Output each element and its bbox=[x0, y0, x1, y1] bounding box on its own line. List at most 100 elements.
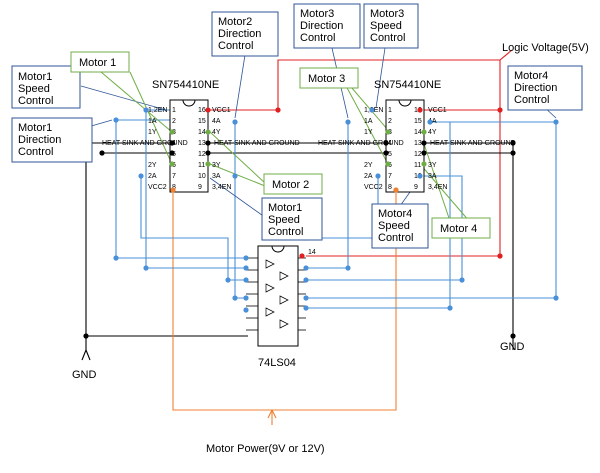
right-chip-pin-number-left: 4 bbox=[388, 140, 392, 147]
junction-dot bbox=[385, 129, 391, 135]
right-chip-pin-name-right: 3A bbox=[428, 173, 437, 180]
junction-dot bbox=[243, 255, 249, 261]
junction-dot bbox=[553, 295, 559, 301]
left-chip-pin-number-right: 13 bbox=[198, 140, 206, 147]
right-chip-pin-number-right: 13 bbox=[414, 140, 422, 147]
junction-dot bbox=[383, 150, 389, 156]
left-chip-pin-name-right: VCC1 bbox=[212, 107, 231, 114]
junction-dot bbox=[299, 253, 305, 259]
motor-power-wires bbox=[172, 190, 397, 425]
junction-dot bbox=[205, 140, 211, 146]
right-chip-pin-number-right: 14 bbox=[414, 129, 422, 136]
junction-dot bbox=[421, 161, 427, 167]
junction-dot bbox=[138, 173, 144, 179]
junction-dot bbox=[99, 150, 105, 156]
right-chip-pin-number-right: 9 bbox=[414, 184, 418, 191]
right-chip-title: SN754410NE bbox=[374, 79, 441, 91]
junction-dot bbox=[225, 277, 231, 283]
junction-dot bbox=[303, 277, 309, 283]
junction-dots bbox=[83, 107, 559, 339]
left-chip-pin-name-left: 2A bbox=[148, 173, 157, 180]
right-chip-pin-name-right: VCC1 bbox=[428, 107, 447, 114]
left-chip-pin-number-left: 7 bbox=[172, 173, 176, 180]
junction-dot bbox=[232, 173, 238, 179]
right-chip-pin-number-right: 12 bbox=[414, 151, 422, 158]
junction-dot bbox=[83, 333, 89, 339]
logic-voltage-label: Logic Voltage(5V) bbox=[502, 42, 589, 54]
junction-dot bbox=[510, 150, 516, 156]
junction-dot bbox=[345, 119, 351, 125]
junction-dot bbox=[369, 107, 375, 113]
callout-text: Motor 4 bbox=[440, 223, 477, 235]
left-chip-pin-number-left: 2 bbox=[172, 118, 176, 125]
junction-dot bbox=[303, 265, 309, 271]
junction-dot bbox=[232, 119, 238, 125]
left-chip-pin-number-right: 14 bbox=[198, 129, 206, 136]
left-chip-pin-name-right: 4Y bbox=[212, 129, 221, 136]
left-chip-pin-number-right: 10 bbox=[198, 173, 206, 180]
left-driver-chip bbox=[169, 99, 209, 193]
left-chip-pin-name-left: 2Y bbox=[148, 162, 157, 169]
inverter-gate bbox=[279, 271, 289, 281]
left-chip-pin-number-right: 11 bbox=[198, 162, 205, 169]
junction-dot bbox=[427, 119, 433, 125]
junction-dot bbox=[205, 129, 211, 135]
junction-dot bbox=[303, 295, 309, 301]
inverter-vcc-pin-label: 14 bbox=[308, 249, 316, 256]
left-chip-pin-name-left: VCC2 bbox=[148, 184, 167, 191]
left-chip-pin-number-left: 1 bbox=[172, 107, 176, 114]
motor-power-label: Motor Power(9V or 12V) bbox=[206, 443, 325, 455]
right-chip-pin-name-left: 1A bbox=[364, 118, 373, 125]
left-chip-pin-name-right: 3Y bbox=[212, 162, 221, 169]
inverter-gate bbox=[265, 283, 275, 293]
left-chip-pin-number-left: 8 bbox=[172, 184, 176, 191]
junction-dot bbox=[113, 255, 119, 261]
junction-dot bbox=[421, 129, 427, 135]
callout-motor3: Motor 3 bbox=[299, 67, 359, 89]
junction-dot bbox=[169, 129, 175, 135]
right-chip-pin-name-right: 3Y bbox=[428, 162, 437, 169]
inverter-gate bbox=[279, 319, 289, 329]
right-chip-pin-number-left: 5 bbox=[388, 151, 392, 158]
junction-dot bbox=[169, 140, 175, 146]
left-chip-heatsink-right: HEAT SINK AND GROUND bbox=[214, 140, 300, 147]
driver-chip-pins: 1161,2ENVCC12151A4A3141Y4Y4135126112Y3Y7… bbox=[102, 107, 516, 191]
junction-dot bbox=[243, 265, 249, 271]
junction-dot bbox=[170, 187, 176, 193]
gnd-right-label: GND bbox=[500, 341, 525, 353]
junction-dot bbox=[421, 140, 427, 146]
junction-dot bbox=[205, 107, 211, 113]
gnd-left-label: GND bbox=[72, 369, 97, 381]
junction-dot bbox=[169, 161, 175, 167]
junction-dot bbox=[553, 119, 559, 125]
junction-dot bbox=[243, 307, 249, 313]
callout-motor4: Motor 4 bbox=[431, 217, 491, 239]
right-chip-heatsink-right: HEAT SINK AND GROUND bbox=[430, 140, 516, 147]
left-chip-pin-name-left: 1A bbox=[148, 118, 157, 125]
junction-dot bbox=[459, 277, 465, 283]
left-chip-heatsink-left: HEAT SINK AND GROUND bbox=[102, 140, 188, 147]
inverter-gate bbox=[265, 307, 275, 317]
inverter-gate bbox=[279, 295, 289, 305]
inverter-title: 74LS04 bbox=[258, 357, 296, 369]
right-chip-pin-name-left: 2A bbox=[364, 173, 373, 180]
junction-dot bbox=[497, 253, 503, 259]
callout-text: Motor 1 bbox=[79, 57, 116, 69]
left-chip-pin-number-right: 12 bbox=[198, 151, 206, 158]
junction-dot bbox=[275, 107, 281, 113]
callout-text: Motor 3 bbox=[308, 73, 345, 85]
junction-dot bbox=[447, 305, 453, 311]
left-chip-title: SN754410NE bbox=[152, 79, 219, 91]
